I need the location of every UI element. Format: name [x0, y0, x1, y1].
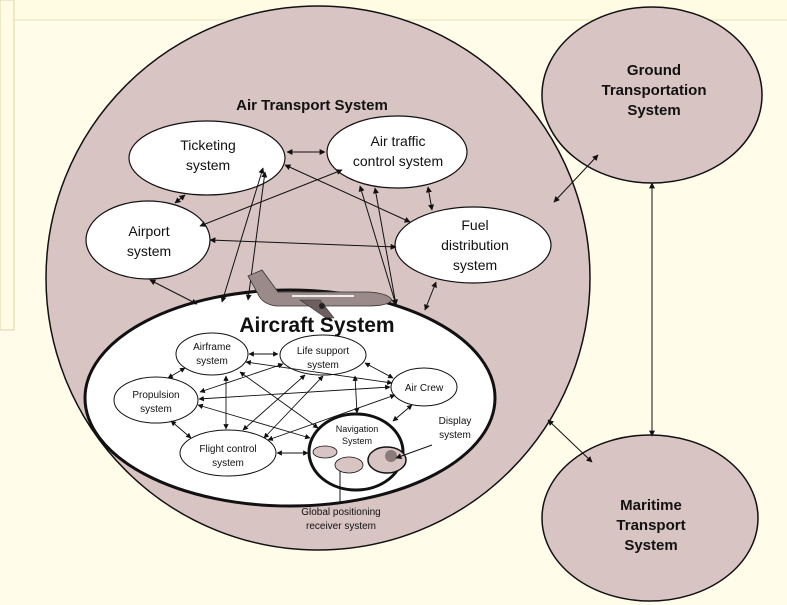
top-panel: [0, 0, 787, 20]
ticketing-label-line2: system: [186, 157, 230, 173]
ground-label-line1: Ground: [627, 62, 681, 79]
atc-label-line1: Air traffic: [371, 133, 426, 149]
fuel-label-line3: system: [453, 257, 497, 273]
airframe-label-line1: Airframe: [193, 342, 231, 353]
navigation-label-line2: System: [342, 436, 372, 446]
fuel-label-line1: Fuel: [461, 217, 488, 233]
maritime-label-line3: System: [624, 537, 677, 554]
fuel-label-line2: distribution: [441, 237, 509, 253]
life-support-label-line2: system: [307, 360, 339, 371]
ticketing-label-line1: Ticketing: [180, 137, 236, 153]
airport-label-line1: Airport: [128, 223, 169, 239]
flight-control-label-line2: system: [212, 458, 244, 469]
airplane-icon: [247, 269, 393, 319]
air-crew-label: Air Crew: [405, 383, 444, 394]
propulsion-node: [113, 376, 199, 424]
left-panel: [0, 0, 15, 331]
display-label-line1: Display: [439, 416, 472, 427]
air-transport-links: [149, 149, 437, 311]
air-crew-node: [390, 367, 458, 407]
link-air-ground: [553, 154, 599, 203]
aircraft-system-title: Aircraft System: [239, 314, 394, 337]
navigation-label-line1: Navigation: [336, 424, 379, 434]
flight-control-label-line1: Flight control: [199, 444, 256, 455]
life-support-label-line1: Life support: [297, 346, 349, 357]
airframe-label-line2: system: [196, 356, 228, 367]
airport-node: [85, 200, 211, 280]
airport-label-line2: system: [127, 243, 171, 259]
gps-label-line1: Global positioning: [301, 507, 381, 518]
gps-label-line2: receiver system: [306, 521, 376, 532]
atc-label-line2: control system: [353, 153, 443, 169]
link-air-maritime: [547, 419, 593, 463]
propulsion-label-line1: Propulsion: [132, 390, 179, 401]
ground-label-line3: System: [627, 102, 680, 119]
air-transport-title: Air Transport System: [236, 97, 388, 114]
maritime-label-line2: Transport: [616, 517, 685, 534]
aircraft-links: [167, 351, 413, 456]
maritime-label-line1: Maritime: [620, 497, 682, 514]
atc-node: [326, 115, 468, 189]
display-label-line2: system: [439, 430, 471, 441]
airframe-node: [175, 332, 249, 376]
display-pointer: [395, 444, 433, 459]
ground-label-line2: Transportation: [601, 82, 706, 99]
propulsion-label-line2: system: [140, 404, 172, 415]
